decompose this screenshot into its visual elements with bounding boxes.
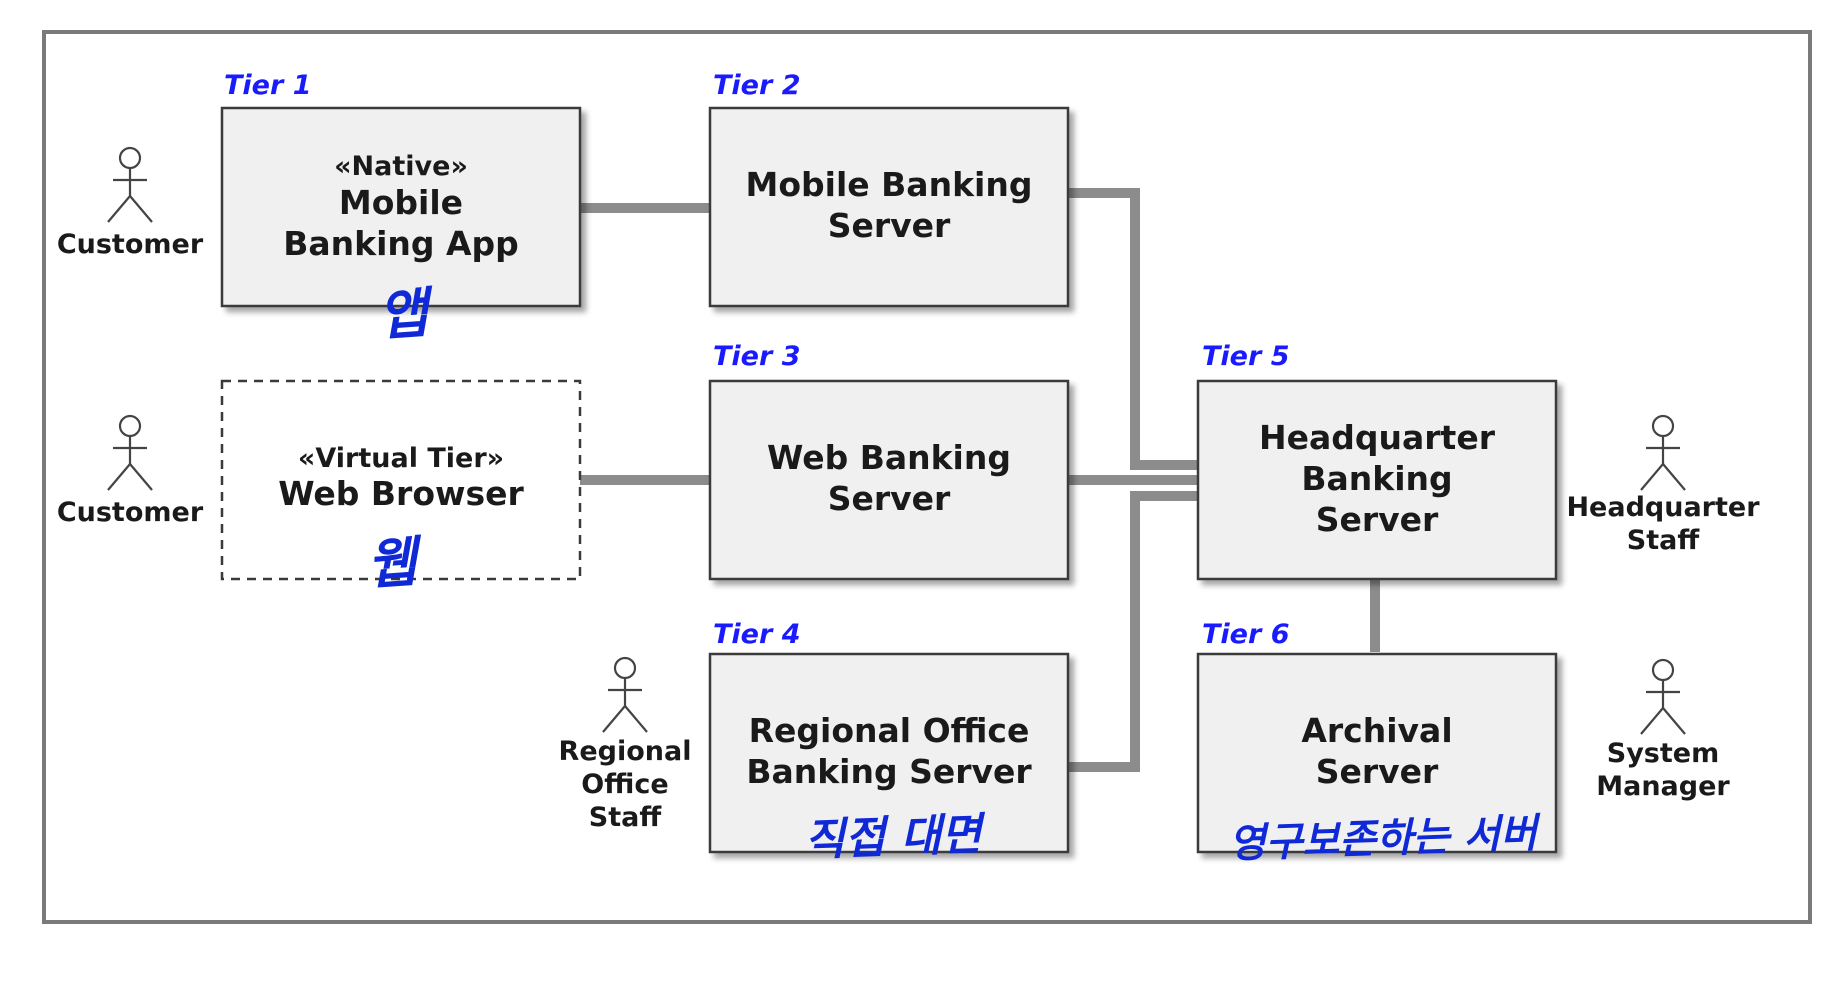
tier-label-3: Tier 3 bbox=[713, 341, 801, 372]
stick-figure-icon bbox=[107, 414, 153, 491]
link-mobile-server-hq bbox=[1068, 188, 1198, 470]
actor-headquarter-staff: Headquarter Staff bbox=[1566, 414, 1760, 556]
node-title-line: Mobile bbox=[339, 183, 463, 222]
node-archival-server: Archival Server bbox=[1196, 652, 1558, 854]
actor-regional-office-staff: Regional Office Staff bbox=[559, 656, 692, 833]
tier-label-5: Tier 5 bbox=[1202, 341, 1290, 372]
tier-label-2: Tier 2 bbox=[713, 70, 801, 101]
actor-label: Manager bbox=[1596, 771, 1730, 802]
stick-figure-icon bbox=[1640, 658, 1686, 735]
link-regional-server-hq bbox=[1068, 491, 1198, 772]
actor-label: Regional bbox=[559, 736, 692, 767]
node-title-line: Server bbox=[828, 206, 951, 245]
node-title-line: Web Banking bbox=[767, 438, 1011, 477]
connectors bbox=[580, 188, 1380, 772]
node-title-line: Web Browser bbox=[278, 474, 524, 513]
actor-label: Customer bbox=[57, 497, 204, 528]
node-title-line: Banking bbox=[1301, 459, 1452, 498]
handwritten-note: 영구보존하는 서버 bbox=[1228, 810, 1542, 867]
actor-customer-2: Customer bbox=[57, 414, 204, 528]
node-mobile-banking-server: Mobile Banking Server bbox=[708, 106, 1070, 308]
node-stereotype: «Native» bbox=[334, 151, 468, 182]
actor-label: Headquarter bbox=[1566, 492, 1760, 523]
node-title-line: Regional Office bbox=[749, 711, 1030, 750]
node-regional-office-banking-server: Regional Office Banking Server bbox=[708, 652, 1070, 854]
actor-customer-1: Customer bbox=[57, 146, 204, 260]
node-title-line: Mobile Banking bbox=[746, 165, 1033, 204]
stick-figure-icon bbox=[1640, 414, 1686, 491]
node-title-line: Headquarter bbox=[1259, 418, 1496, 457]
node-web-browser: «Virtual Tier» Web Browser bbox=[220, 379, 582, 581]
stick-figure-icon bbox=[107, 146, 153, 223]
handwritten-note: 직접 대면 bbox=[803, 809, 986, 866]
node-web-banking-server: Web Banking Server bbox=[708, 379, 1070, 581]
actor-label: Customer bbox=[57, 229, 204, 260]
tier-label-4: Tier 4 bbox=[713, 619, 801, 650]
node-title-line: Server bbox=[1316, 500, 1439, 539]
node-title-line: Archival bbox=[1301, 711, 1452, 750]
node-title-line: Server bbox=[828, 479, 951, 518]
node-title-line: Banking App bbox=[283, 224, 519, 263]
stick-figure-icon bbox=[602, 656, 648, 733]
actor-system-manager: System Manager bbox=[1596, 658, 1730, 802]
node-title-line: Server bbox=[1316, 752, 1439, 791]
node-mobile-banking-app: «Native» Mobile Banking App bbox=[220, 106, 582, 308]
actor-label: Staff bbox=[1627, 525, 1701, 556]
node-headquarter-banking-server: Headquarter Banking Server bbox=[1196, 379, 1558, 581]
actor-label: Office bbox=[581, 769, 668, 800]
node-title-line: Banking Server bbox=[746, 752, 1032, 791]
actor-label: Staff bbox=[589, 802, 663, 833]
tier-label-6: Tier 6 bbox=[1202, 619, 1290, 650]
tier-label-1: Tier 1 bbox=[224, 70, 312, 101]
actor-label: System bbox=[1607, 738, 1719, 769]
node-stereotype: «Virtual Tier» bbox=[298, 443, 504, 474]
